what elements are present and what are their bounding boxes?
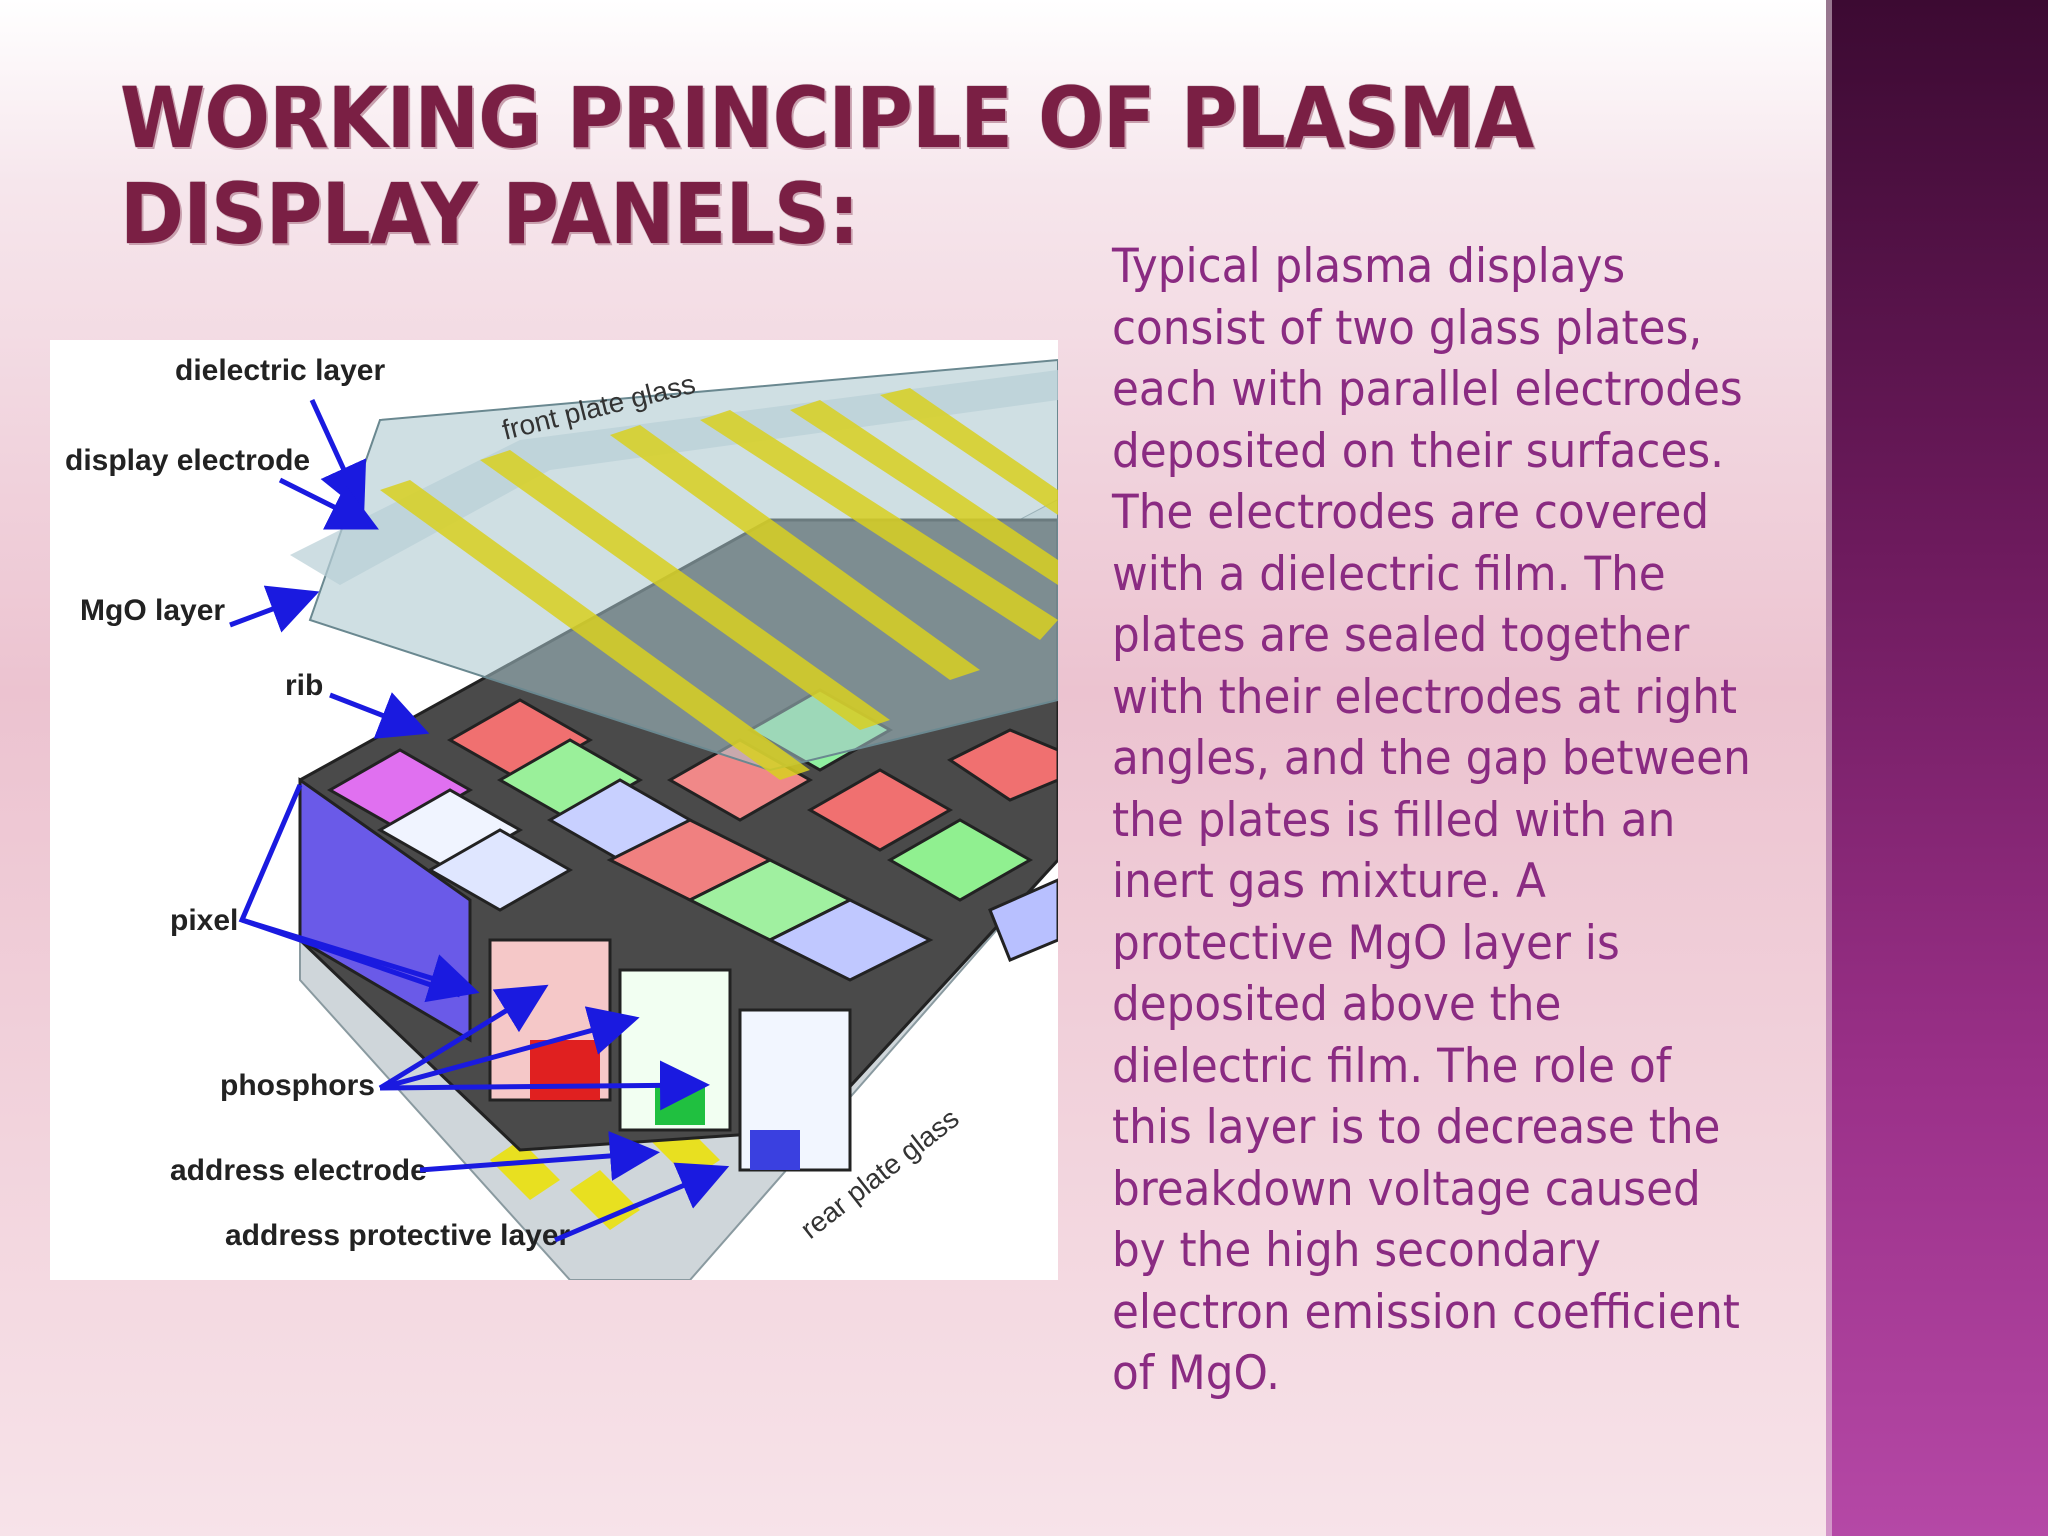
- sidebar-edge: [1826, 0, 1832, 1536]
- address-electrode-strip: [490, 1140, 560, 1200]
- phosphors-label: phosphors: [220, 1069, 375, 1102]
- pixel-label: pixel: [170, 904, 238, 937]
- phosphor-blue: [750, 1130, 800, 1170]
- display-electrodes: [380, 388, 1058, 780]
- phosphor-green: [655, 1085, 705, 1125]
- address-electrode-label: address electrode: [170, 1154, 427, 1187]
- slide-title: WORKING PRINCIPLE OF PLASMA DISPLAY PANE…: [120, 69, 1534, 263]
- plasma-panel-diagram: front plate glass rear plate glass diele…: [50, 340, 1058, 1280]
- dielectric-layer-label: dielectric layer: [175, 354, 385, 387]
- display-electrode-label: display electrode: [65, 444, 310, 477]
- front-plate-dielectric: [290, 370, 1058, 585]
- mgo-layer-label: MgO layer: [80, 594, 225, 627]
- body-text: Typical plasma displays consist of two g…: [1112, 239, 1751, 1401]
- decorative-sidebar: [1826, 0, 2048, 1536]
- rib-label: rib: [285, 669, 323, 702]
- phosphor-red: [530, 1040, 600, 1100]
- callout-arrows: [229, 398, 730, 1243]
- address-protective-layer-label: address protective layer: [225, 1219, 571, 1252]
- address-electrode-strip: [570, 1170, 640, 1230]
- phosphor-cells: [326, 688, 1058, 982]
